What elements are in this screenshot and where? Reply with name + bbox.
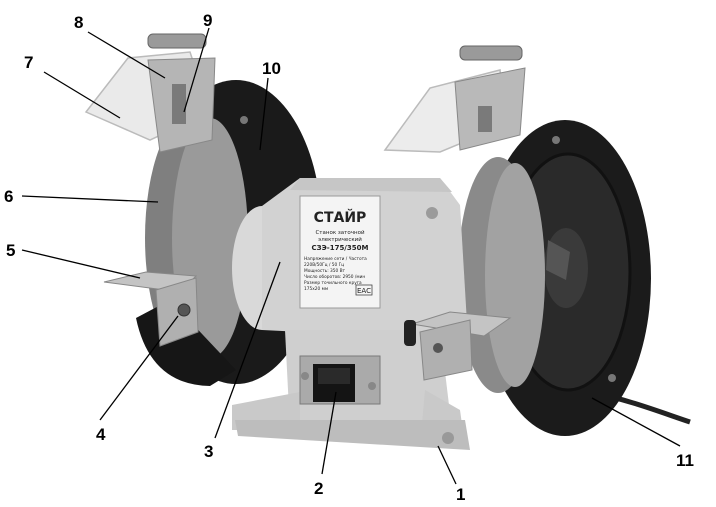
nameplate-spec: Размер точильного круга bbox=[304, 280, 362, 286]
callout-7: 7 bbox=[24, 53, 33, 72]
nameplate: СТАЙР Станок заточной электрический СЗЭ-… bbox=[299, 195, 381, 309]
power-switch[interactable] bbox=[299, 355, 381, 405]
nameplate-model: СЗЭ-175/350М bbox=[312, 244, 369, 252]
nameplate-spec: Число оборотов: 2950 /мин bbox=[304, 274, 365, 280]
callout-2: 2 bbox=[314, 479, 323, 498]
nameplate-spec: 220В/50Гц / 50 Гц bbox=[304, 262, 344, 268]
right-eye-shield bbox=[383, 45, 526, 153]
callout-6: 6 bbox=[4, 187, 13, 206]
left-bracket-screw-slot bbox=[172, 84, 186, 124]
callout-11: 11 bbox=[676, 451, 694, 470]
nameplate-spec: Напряжение сети / Частота bbox=[304, 256, 367, 262]
left-tool-rest-screw[interactable] bbox=[177, 303, 191, 317]
callout-3: 3 bbox=[204, 442, 213, 461]
callout-10: 10 bbox=[262, 59, 281, 78]
nameplate-spec: 175х20 мм bbox=[304, 286, 328, 292]
callout-9: 9 bbox=[203, 11, 212, 30]
nameplate-title-2: электрический bbox=[318, 236, 362, 243]
right-tool-rest bbox=[404, 311, 512, 381]
callout-4: 4 bbox=[96, 425, 106, 444]
nameplate-spec: Мощность: 350 Вт bbox=[304, 268, 346, 274]
leader-lines bbox=[21, 27, 681, 485]
callout-5: 5 bbox=[6, 241, 15, 260]
callout-1: 1 bbox=[456, 485, 465, 504]
left-tool-rest bbox=[103, 271, 199, 347]
callout-8: 8 bbox=[74, 13, 83, 32]
nameplate-title-1: Станок заточной bbox=[315, 229, 365, 236]
nameplate-cert-mark: EAC bbox=[357, 287, 371, 295]
nameplate-brand: СТАЙР bbox=[314, 209, 367, 226]
